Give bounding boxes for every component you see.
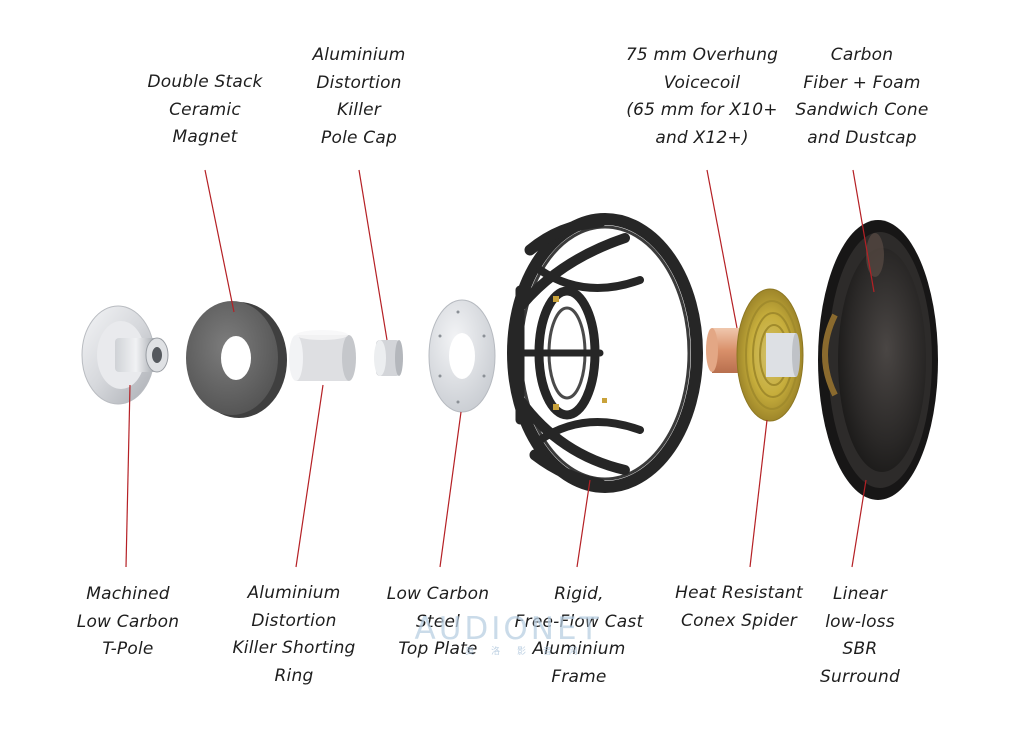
label-line: low-loss	[825, 611, 895, 632]
label-line: Ceramic	[169, 99, 241, 120]
label-line: Frame	[551, 666, 607, 687]
label-line: Carbon	[830, 45, 894, 65]
t-pole-part	[81, 305, 169, 405]
label-t-pole: Machined Low Carbon T-Pole	[77, 581, 179, 664]
magnet-part	[186, 301, 287, 418]
label-line: Aluminium	[312, 45, 406, 65]
leader-cone	[852, 169, 875, 293]
label-line: Conex Spider	[681, 610, 797, 631]
leader-magnet	[204, 169, 235, 313]
pole-cap-part	[374, 340, 403, 376]
label-magnet: Double Stack Ceramic Magnet	[147, 69, 262, 152]
leader-t-pole	[125, 384, 131, 568]
label-line: Distortion	[251, 610, 337, 631]
label-line: and Dustcap	[807, 127, 917, 148]
label-line: Linear	[832, 584, 888, 604]
label-line: Pole Cap	[321, 127, 397, 148]
leader-spider	[749, 419, 768, 568]
label-line: Ring	[274, 665, 314, 686]
label-surround: Linear low-loss SBR Surround	[820, 581, 900, 691]
frame-part	[507, 213, 703, 493]
leader-top-plate	[439, 411, 462, 568]
label-line: 75 mm Overhung	[625, 45, 779, 65]
label-line: Low Carbon	[386, 584, 490, 604]
label-voicecoil: 75 mm Overhung Voicecoil (65 mm for X10+…	[626, 42, 778, 152]
label-top-plate: Low Carbon Steel Top Plate	[387, 581, 489, 664]
label-line: Steel	[415, 611, 461, 632]
label-line: Free-Flow Cast	[514, 611, 644, 632]
label-line: Aluminium	[247, 583, 341, 603]
leader-pole-cap	[358, 169, 388, 341]
leader-lines	[125, 169, 875, 568]
label-line: Rigid,	[554, 584, 604, 604]
label-line: Sandwich Cone	[795, 100, 929, 120]
label-line: Low Carbon	[76, 611, 180, 632]
label-line: Distortion	[316, 72, 402, 93]
label-frame: Rigid, Free-Flow Cast Aluminium Frame	[515, 581, 644, 691]
label-line: Heat Resistant	[675, 583, 803, 603]
shorting-ring-part	[289, 330, 356, 381]
leader-frame	[576, 479, 591, 568]
leader-surround	[851, 479, 867, 568]
leader-shorting-ring	[295, 384, 324, 568]
label-line: Magnet	[172, 127, 238, 147]
label-line: (65 mm for X10+	[626, 100, 778, 120]
label-line: Double Stack	[147, 72, 263, 92]
label-line: SBR	[842, 639, 878, 659]
label-line: and X12+)	[655, 127, 749, 148]
label-line: Killer	[337, 100, 381, 120]
label-pole-cap: Aluminium Distortion Killer Pole Cap	[312, 42, 405, 152]
label-shorting-ring: Aluminium Distortion Killer Shorting Rin…	[232, 580, 355, 690]
label-line: Top Plate	[398, 639, 478, 659]
top-plate-part	[428, 299, 496, 413]
label-line: T-Pole	[102, 639, 154, 659]
label-spider: Heat Resistant Conex Spider	[675, 580, 803, 635]
label-line: Fiber + Foam	[803, 72, 921, 93]
label-line: Surround	[820, 666, 900, 687]
label-cone: Carbon Fiber + Foam Sandwich Cone and Du…	[795, 42, 928, 152]
label-line: Aluminium	[532, 639, 626, 659]
spider-part	[736, 288, 804, 422]
cone-part	[818, 220, 938, 500]
label-line: Killer Shorting	[232, 638, 356, 658]
label-line: Voicecoil	[663, 72, 741, 93]
leader-voicecoil	[706, 169, 738, 329]
label-line: Machined	[86, 584, 170, 604]
